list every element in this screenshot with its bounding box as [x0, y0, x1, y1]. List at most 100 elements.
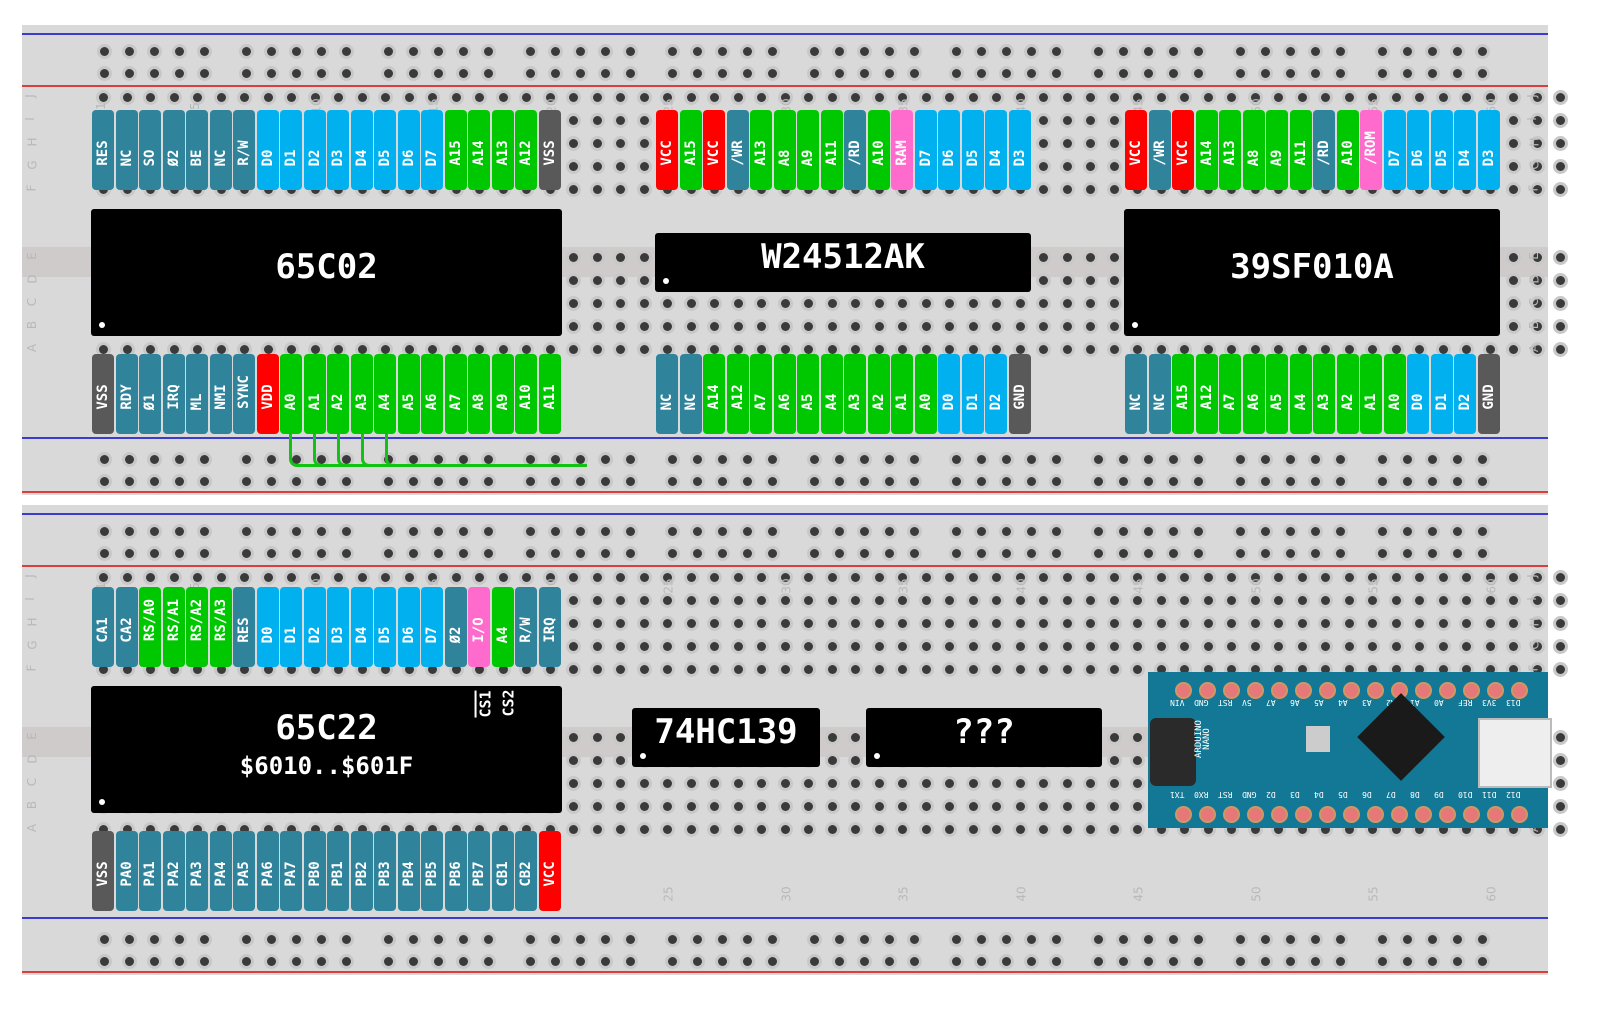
pin-label: NC: [659, 393, 675, 411]
pin-label: CB2: [518, 861, 534, 887]
terminal-hole: [874, 642, 884, 651]
rail-hole: [526, 549, 535, 558]
pin-label: A14: [1198, 140, 1215, 166]
terminal-hole: [733, 802, 743, 811]
rail-hole: [718, 957, 727, 966]
terminal-hole: [1509, 299, 1518, 308]
terminal-hole: [663, 802, 672, 811]
terminal-hole: [1109, 642, 1119, 651]
terminal-hole: [780, 619, 790, 628]
rail-hole: [409, 47, 418, 56]
pin-a14: A14: [468, 110, 490, 190]
rail-hole: [952, 935, 961, 944]
terminal-hole: [569, 185, 578, 194]
rail-hole: [267, 47, 276, 56]
terminal-hole: [1556, 825, 1565, 834]
rail-hole: [1236, 549, 1245, 558]
rail-hole: [1236, 455, 1245, 464]
rail-hole: [1144, 47, 1153, 56]
terminal-hole: [146, 825, 155, 834]
terminal-hole: [1509, 93, 1518, 102]
rail-hole: [885, 549, 894, 558]
pin-label: D1: [283, 149, 299, 167]
terminal-hole: [592, 299, 602, 308]
row-label: C: [25, 297, 40, 307]
row-label: D: [25, 754, 40, 764]
rail-hole: [601, 69, 610, 78]
rail-hole: [1286, 935, 1295, 944]
terminal-hole: [921, 802, 931, 811]
rail-hole: [434, 527, 443, 536]
terminal-hole: [1438, 642, 1448, 651]
column-label: 30: [779, 578, 794, 594]
terminal-hole: [1438, 619, 1448, 628]
pin-pb2: PB2: [350, 831, 373, 911]
terminal-hole: [1086, 299, 1095, 308]
terminal-hole: [968, 93, 978, 102]
rail-hole: [576, 527, 585, 536]
terminal-hole: [592, 93, 602, 102]
terminal-hole: [1556, 93, 1565, 102]
terminal-hole: [945, 322, 954, 331]
rail-hole: [317, 935, 326, 944]
rail-hole: [1403, 957, 1412, 966]
pin-label: VSS: [541, 140, 558, 166]
rail-hole: [1428, 47, 1437, 56]
row-label: B: [25, 800, 40, 810]
terminal-hole: [1086, 253, 1095, 262]
terminal-hole: [1297, 596, 1307, 605]
pin-label: RES: [236, 617, 252, 643]
terminal-hole: [1297, 573, 1307, 582]
terminal-hole: [592, 619, 602, 628]
terminal-hole: [827, 299, 837, 308]
rail-hole: [1453, 957, 1462, 966]
terminal-hole: [827, 825, 837, 834]
terminal-hole: [1250, 596, 1260, 605]
row-label: J: [22, 94, 37, 98]
rail-hole: [242, 69, 251, 78]
rail-hole: [1261, 455, 1270, 464]
terminal-hole: [1086, 596, 1095, 605]
pin-label: D0: [259, 626, 276, 644]
rail-hole: [292, 549, 301, 558]
pin-label: D1: [964, 393, 981, 411]
pin-label: D3: [1011, 149, 1028, 167]
rail-hole: [1478, 957, 1487, 966]
terminal-hole: [216, 665, 226, 674]
chip-unknown: ???: [866, 708, 1102, 767]
header-pin: [1463, 806, 1480, 823]
terminal-hole: [1227, 619, 1236, 628]
rail-hole: [768, 527, 777, 536]
terminal-hole: [1062, 93, 1072, 102]
rail-hole: [125, 957, 134, 966]
terminal-hole: [663, 299, 672, 308]
rail-hole: [1052, 957, 1061, 966]
rail-hole: [1194, 549, 1203, 558]
terminal-hole: [1180, 642, 1189, 651]
terminal-hole: [616, 825, 625, 834]
rail-hole: [1286, 455, 1295, 464]
rail-hole: [1027, 957, 1036, 966]
rail-hole: [910, 935, 919, 944]
rail-hole: [1403, 455, 1412, 464]
rail-hole: [1428, 527, 1437, 536]
terminal-hole: [1485, 825, 1495, 834]
pin-label: GND: [1480, 384, 1497, 410]
terminal-hole: [1227, 573, 1236, 582]
terminal-hole: [968, 619, 978, 628]
terminal-hole: [851, 802, 860, 811]
terminal-hole: [169, 93, 179, 102]
terminal-hole: [1556, 779, 1565, 788]
pin-d1: D1: [280, 110, 302, 190]
row-label: J: [1524, 574, 1539, 578]
rail-hole: [835, 477, 844, 486]
terminal-hole: [1321, 345, 1330, 354]
terminal-hole: [1133, 642, 1142, 651]
terminal-hole: [1109, 93, 1119, 102]
rail-hole: [1453, 69, 1462, 78]
pin-label: D0: [1410, 393, 1426, 411]
terminal-hole: [1015, 779, 1025, 788]
rail-hole: [242, 455, 251, 464]
header-pin: [1511, 806, 1528, 823]
pin-label: PA4: [212, 861, 229, 887]
